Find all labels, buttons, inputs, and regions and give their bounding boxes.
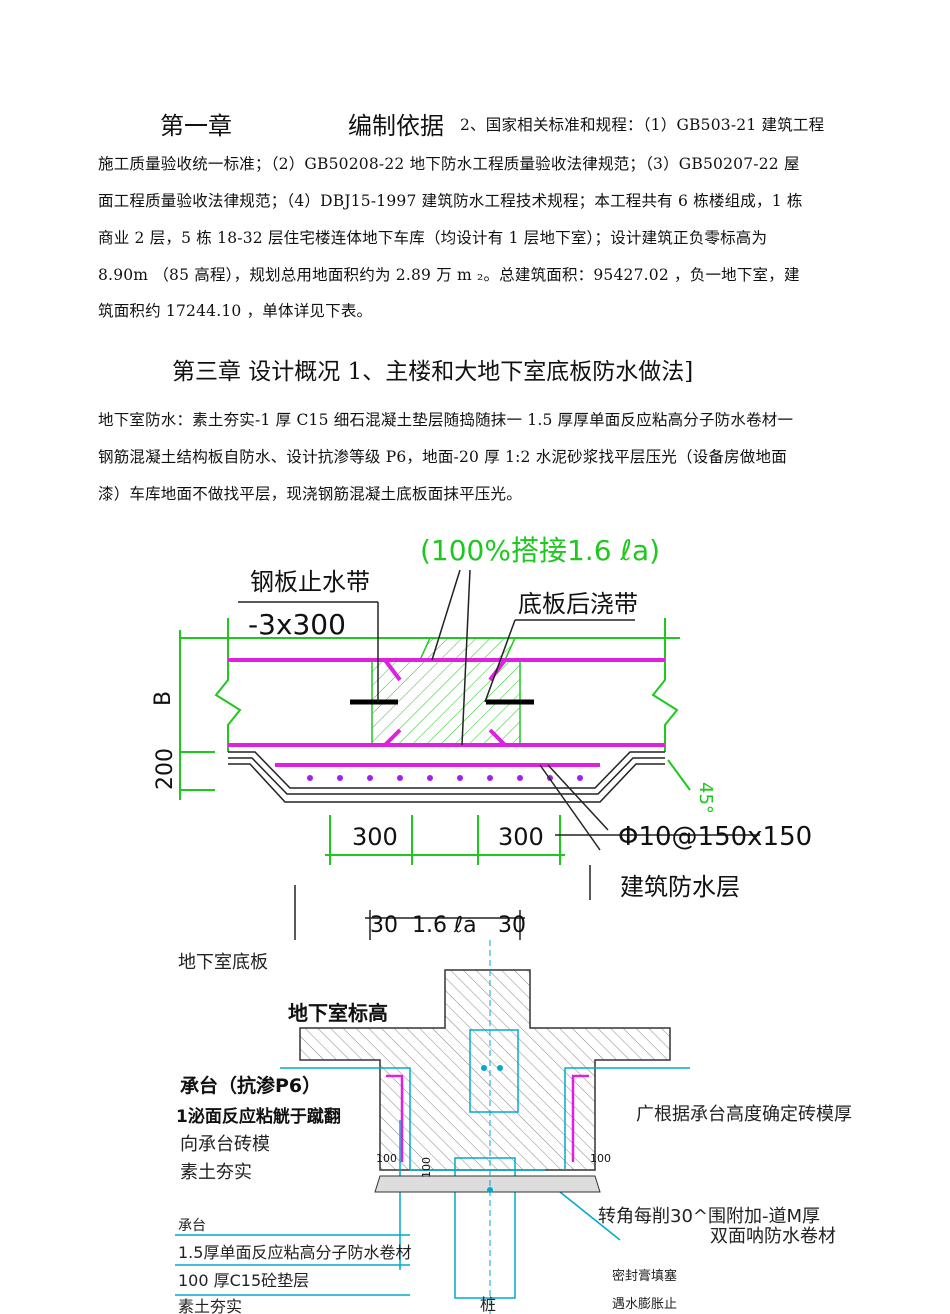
- para2-line-1: 地下室防水：素土夯实-1 厚 C15 细石混凝土垫层随捣随抹一 1.5 厚厚单面…: [98, 411, 794, 429]
- steel-size-label: -3x300: [248, 608, 346, 641]
- note-line-2: 向承台砖模: [180, 1134, 270, 1155]
- swell-label: 遇水膨胀止: [612, 1297, 677, 1312]
- level-label: 地下室标高: [288, 1001, 388, 1025]
- legend-soil: 素土夯实: [178, 1297, 242, 1314]
- waterproof-layer-label: 建筑防水层: [620, 873, 740, 901]
- lap-note: (100%搭接1.6 ℓa): [420, 534, 660, 567]
- chapter-one-tail: 2、国家相关标准和规程：（1）GB503-21 建筑工程: [460, 116, 825, 134]
- pile-cap-drawing: 地下室底板 地下室标高 承台（抗渗P6） 1泌面反应粘觥于蹴翻 向承台砖模 素土…: [175, 940, 852, 1314]
- para1-line-5: 筑面积约 17244.10 ，单体详见下表。: [98, 302, 373, 320]
- para1-line-3: 商业 2 层，5 栋 18-32 层住宅楼连体地下车库（均设计有 1 层地下室）…: [98, 229, 768, 247]
- dim-200: 200: [153, 748, 178, 790]
- dim-100-b: 100: [420, 1157, 433, 1178]
- steel-stop-label: 钢板止水带: [250, 568, 370, 596]
- chapter-one-label: 第一章: [160, 112, 232, 140]
- dim-30-left: 30: [370, 913, 398, 938]
- rebar-label: Φ10@150x150: [618, 822, 812, 852]
- dim-100-c: 100: [590, 1152, 611, 1165]
- legend-membrane: 1.5厚单面反应粘高分子防水卷材: [178, 1243, 411, 1262]
- para2-line-2: 钢筋混凝土结构板自防水、设计抗渗等级 P6，地面-20 厚 1:2 水泥砂浆找平…: [98, 448, 787, 466]
- right-note-1: 广根据承台高度确定砖模厚: [636, 1104, 852, 1125]
- para2-line-3: 漆）车库地面不做找平层，现浇钢筋混凝土底板面抹平压光。: [98, 485, 522, 503]
- note-line-1: 1泌面反应粘觥于蹴翻: [176, 1106, 341, 1127]
- dim-lap: 1.6 ℓa: [412, 913, 477, 938]
- dim-30-right: 30: [498, 913, 526, 938]
- para1-line-4: 8.90m （85 高程），规划总用地面积约为 2.89 万 m ₂。总建筑面积…: [98, 266, 800, 284]
- angle-label: 45°: [695, 782, 716, 814]
- chapter-three-heading: 第三章 设计概况 1、主楼和大地下室底板防水做法]: [172, 359, 694, 385]
- dim-100-a: 100: [376, 1152, 397, 1165]
- right-note-2: 转角每削30^围附加-道M厚: [598, 1206, 820, 1227]
- dim-300-left: 300: [352, 823, 398, 851]
- post-pour-label: 底板后浇带: [518, 590, 638, 618]
- post-pour-strip-drawing: (100%搭接1.6 ℓa) 钢板止水带 -3x300 底板后浇带 B 200 …: [151, 534, 812, 940]
- dim-B: B: [151, 691, 176, 706]
- para1-line-2: 面工程质量验收法律规范；（4）DBJ15-1997 建筑防水工程技术规程；本工程…: [98, 192, 803, 210]
- legend-cap: 承台: [178, 1218, 206, 1234]
- chapter-one-title: 编制依据: [348, 112, 444, 140]
- dim-300-right: 300: [498, 823, 544, 851]
- cap-label: 承台（抗渗P6）: [180, 1074, 321, 1097]
- legend-cushion: 100 厚C15砼垫层: [178, 1271, 309, 1290]
- seal-label: 密封膏填塞: [612, 1268, 677, 1284]
- note-line-3: 素土夯实: [180, 1162, 252, 1183]
- para1-line-1: 施工质量验收统一标准；（2）GB50208-22 地下防水工程质量验收法律规范；…: [98, 155, 800, 173]
- pile-label: 桩: [480, 1295, 496, 1314]
- slab-label: 地下室底板: [178, 952, 268, 973]
- right-note-3: 双面呐防水卷材: [710, 1226, 836, 1247]
